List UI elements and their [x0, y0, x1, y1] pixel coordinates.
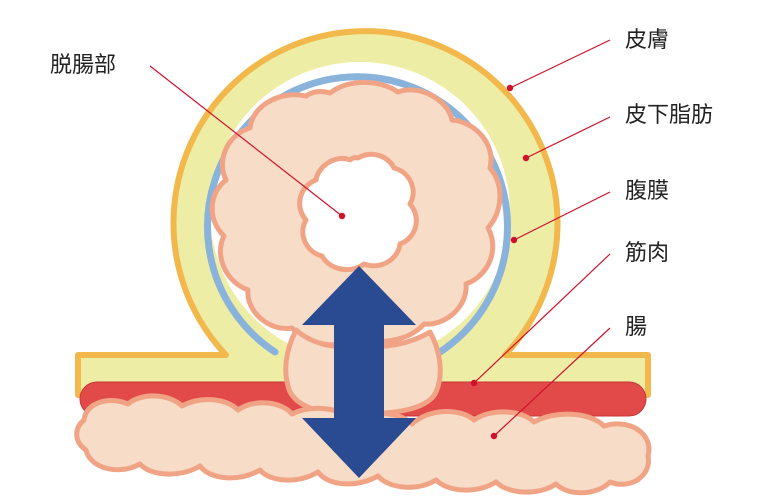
leader-dot-subcutaneous-fat: [522, 154, 530, 162]
leader-dot-intestine: [490, 432, 498, 440]
leader-line-subcutaneous-fat: [525, 116, 611, 159]
leader-dot-peritoneum: [510, 236, 518, 244]
leader-line-intestine: [493, 327, 611, 437]
movement-double-arrow: [302, 266, 416, 478]
label-peritoneum: 腹膜: [625, 179, 669, 204]
leader-dot-skin: [506, 84, 514, 92]
leader-line-muscle: [473, 253, 611, 384]
leader-dot-dehernia: [338, 212, 346, 220]
label-muscle: 筋肉: [625, 241, 669, 266]
leader-line-skin: [509, 39, 611, 89]
label-skin: 皮膚: [625, 28, 669, 53]
leader-line-dehernia: [149, 65, 343, 217]
label-dehernia: 脱腸部: [50, 53, 116, 78]
label-intestine: 腸: [625, 315, 647, 340]
peritoneum-layer: [204, 73, 511, 356]
leader-line-peritoneum: [513, 191, 611, 241]
leader-dot-muscle: [470, 379, 478, 387]
label-subcutaneous-fat: 皮下脂肪: [625, 103, 713, 128]
